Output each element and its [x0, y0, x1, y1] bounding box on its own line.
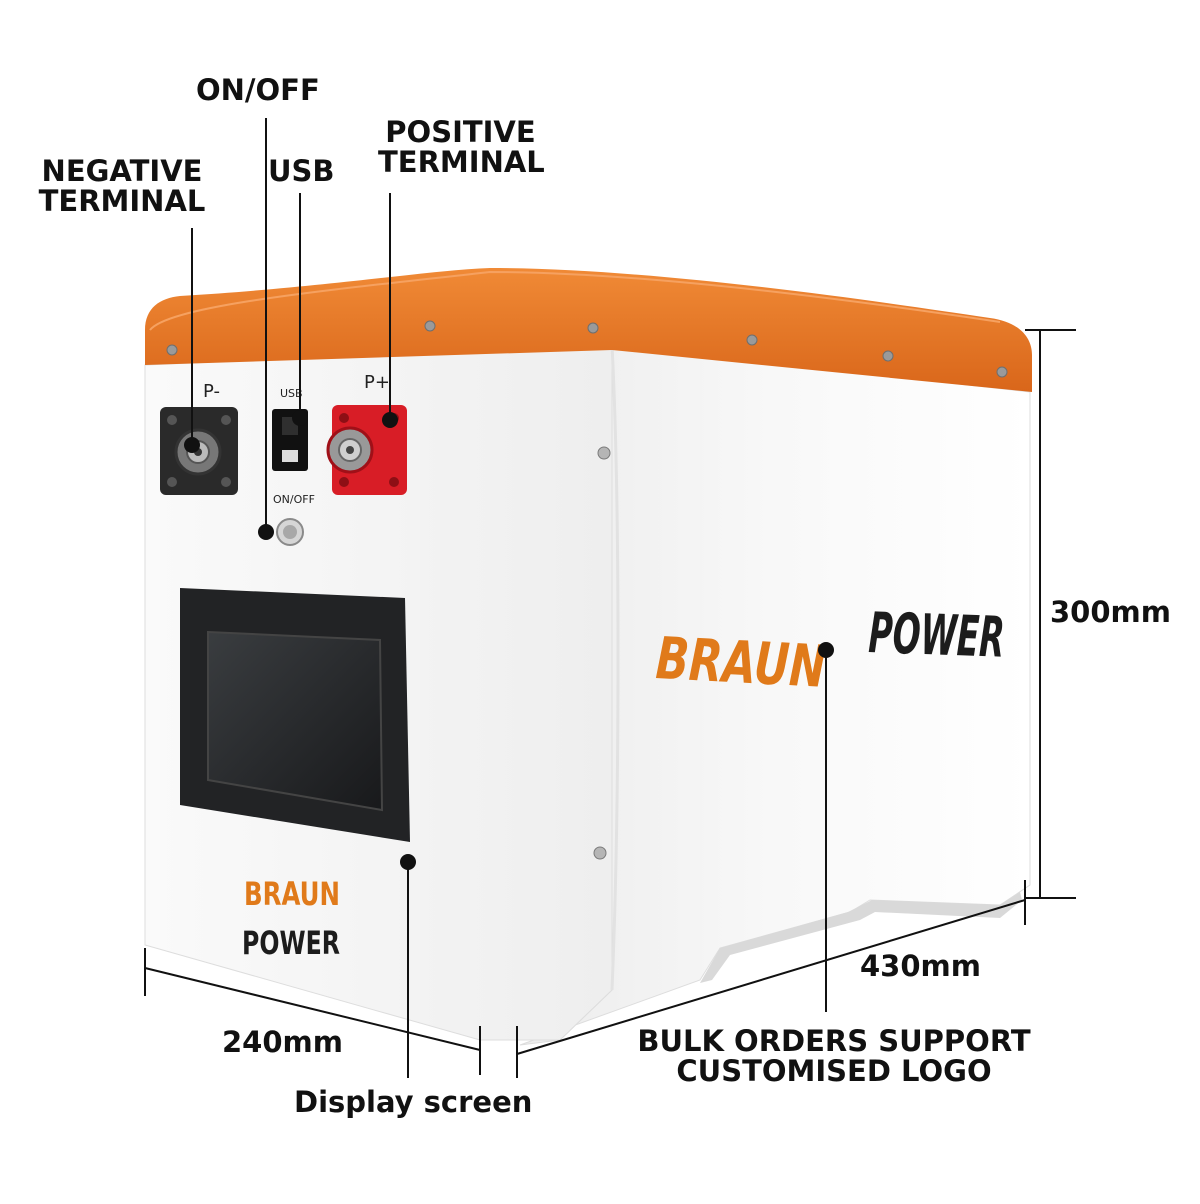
panel-mark-on-off: ON/OFF — [273, 493, 315, 506]
dimension-height: 300mm — [1050, 595, 1171, 629]
panel-mark-usb: USB — [280, 387, 303, 400]
label-bulk-orders: BULK ORDERS SUPPORT CUSTOMISED LOGO — [636, 1024, 1032, 1088]
label-bulk-line1: BULK ORDERS SUPPORT — [637, 1024, 1031, 1058]
dimension-length: 430mm — [860, 949, 981, 983]
label-positive-terminal: POSITIVE TERMINAL — [378, 115, 545, 179]
negative-terminal — [160, 407, 238, 495]
face-edge — [610, 344, 620, 991]
lid-screws — [166, 320, 1008, 378]
callout-lines — [144, 118, 1076, 1078]
label-negative-line2: TERMINAL — [38, 183, 206, 218]
front-brand-braun: BRAUN — [244, 875, 340, 913]
label-bulk-line2: CUSTOMISED LOGO — [676, 1053, 992, 1088]
panel-mark-positive: P+ — [364, 372, 390, 393]
label-negative-line1: NEGATIVE — [41, 154, 203, 188]
dimension-width: 240mm — [222, 1025, 343, 1059]
side-brand-power: POWER — [868, 601, 1006, 671]
label-positive-line2: TERMINAL — [378, 144, 545, 179]
side-screws — [593, 446, 611, 860]
callout-dots — [184, 410, 834, 870]
base-notch — [700, 892, 1022, 983]
label-negative-terminal: NEGATIVE TERMINAL — [38, 154, 206, 218]
front-brand-power: POWER — [242, 924, 340, 962]
power-button — [276, 518, 304, 546]
label-on-off: ON/OFF — [196, 73, 320, 107]
panel-mark-negative: P- — [203, 381, 220, 402]
label-usb: USB — [268, 154, 335, 188]
side-brand-braun: BRAUN — [654, 624, 827, 701]
lid-edge-highlight — [149, 270, 1001, 331]
label-positive-line1: POSITIVE — [385, 115, 536, 149]
display-screen — [180, 588, 410, 842]
label-display-screen: Display screen — [294, 1085, 533, 1119]
